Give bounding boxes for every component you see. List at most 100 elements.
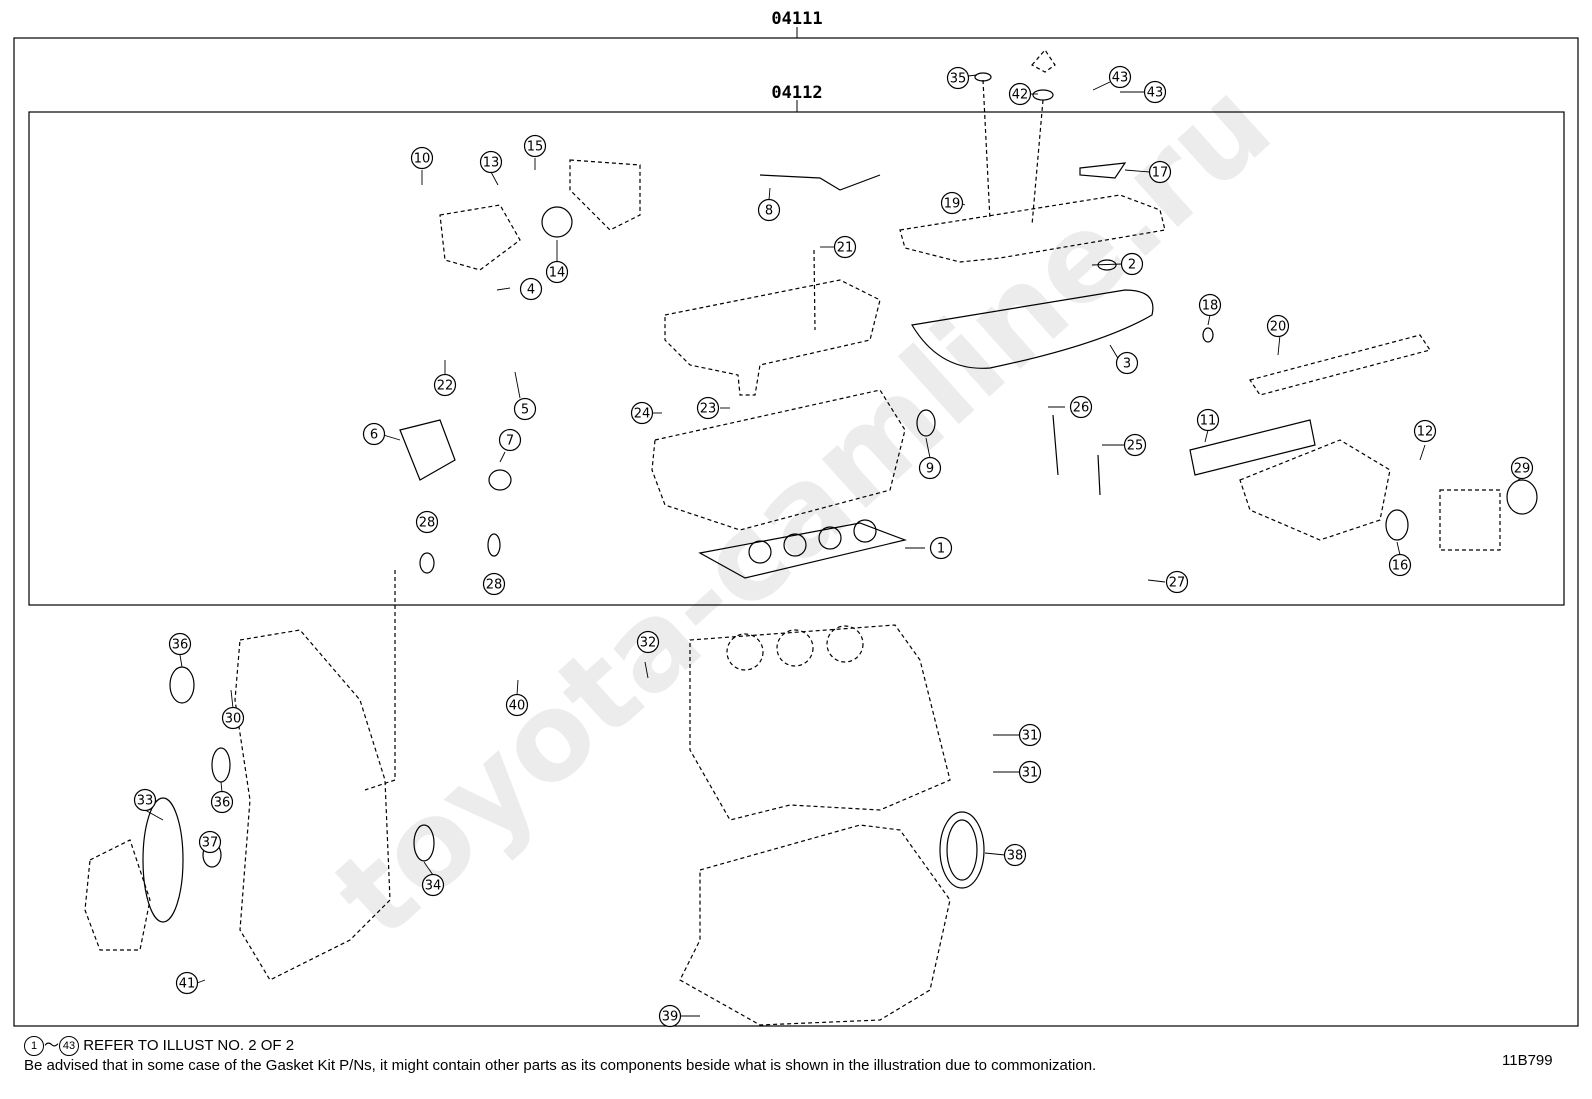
cylinder-head-drawing bbox=[651, 389, 906, 531]
callout-number: 1 bbox=[937, 542, 945, 557]
callout-31: 31 bbox=[1018, 760, 1042, 784]
callout-14: 14 bbox=[545, 260, 569, 284]
callout-39: 39 bbox=[658, 1004, 682, 1028]
callout-1: 1 bbox=[929, 536, 953, 560]
callout-25: 25 bbox=[1123, 433, 1147, 457]
callout-35: 35 bbox=[946, 66, 970, 90]
pulley-drawing bbox=[84, 839, 151, 951]
callout-number: 31 bbox=[1022, 729, 1039, 744]
callout-10: 10 bbox=[410, 146, 434, 170]
callout-11: 11 bbox=[1196, 408, 1220, 432]
head-gasket bbox=[698, 522, 908, 579]
callout-43: 43 bbox=[1108, 65, 1132, 89]
intake-manifold-drawing bbox=[1239, 439, 1391, 541]
callout-36: 36 bbox=[210, 790, 234, 814]
water-outlet-drawing bbox=[569, 159, 641, 231]
callout-43: 43 bbox=[1143, 80, 1167, 104]
callout-number: 4 bbox=[527, 283, 535, 298]
outer-kit-box bbox=[13, 37, 1579, 1027]
callout-41: 41 bbox=[175, 971, 199, 995]
callout-27: 27 bbox=[1165, 570, 1189, 594]
rear-oil-seal bbox=[939, 811, 985, 889]
callout-30: 30 bbox=[221, 706, 245, 730]
callout-number: 25 bbox=[1127, 439, 1144, 454]
refer-text: REFER TO ILLUST NO. 2 OF 2 bbox=[83, 1037, 295, 1054]
callout-13: 13 bbox=[479, 150, 503, 174]
callout-22: 22 bbox=[433, 373, 457, 397]
callout-number: 15 bbox=[527, 140, 544, 155]
callout-number: 18 bbox=[1202, 299, 1219, 314]
callout-number: 28 bbox=[486, 578, 503, 593]
callout-number: 14 bbox=[549, 266, 566, 281]
callout-4: 4 bbox=[519, 277, 543, 301]
range-separator: ～ bbox=[44, 1037, 60, 1054]
callout-17: 17 bbox=[1148, 160, 1172, 184]
gasket-9-drawing bbox=[916, 409, 936, 437]
illustration-id: 11B799 bbox=[1502, 1052, 1553, 1069]
callout-33: 33 bbox=[133, 788, 157, 812]
callout-28: 28 bbox=[482, 572, 506, 596]
footer-line-2: Be advised that in some case of the Gask… bbox=[24, 1057, 1097, 1075]
callout-20: 20 bbox=[1266, 314, 1290, 338]
intake-gasket bbox=[1189, 419, 1316, 476]
callout-number: 2 bbox=[1128, 258, 1136, 273]
callout-28: 28 bbox=[415, 510, 439, 534]
top-kit-code: 04111 bbox=[771, 9, 822, 29]
footer-line-1: 1～43 REFER TO ILLUST NO. 2 OF 2 bbox=[24, 1036, 1444, 1057]
range-start-badge: 1 bbox=[24, 1036, 44, 1057]
callout-9: 9 bbox=[918, 456, 942, 480]
callout-number: 12 bbox=[1417, 425, 1434, 440]
callout-number: 36 bbox=[214, 796, 231, 811]
callout-8: 8 bbox=[757, 198, 781, 222]
oil-pump-drawing bbox=[439, 204, 521, 271]
callout-7: 7 bbox=[498, 428, 522, 452]
callout-23: 23 bbox=[696, 396, 720, 420]
callout-number: 31 bbox=[1022, 766, 1039, 781]
callout-24: 24 bbox=[630, 401, 654, 425]
camshaft-housing-drawing bbox=[664, 279, 881, 396]
callout-number: 39 bbox=[662, 1010, 679, 1025]
throttle-body-drawing bbox=[1439, 489, 1501, 551]
watermark: toyota-camline.ru bbox=[309, 55, 1298, 965]
callout-number: 24 bbox=[634, 407, 651, 422]
callout-number: 37 bbox=[202, 836, 219, 851]
callout-number: 13 bbox=[483, 156, 500, 171]
timing-cover-drawing bbox=[234, 629, 391, 981]
callout-number: 27 bbox=[1169, 576, 1186, 591]
timing-chain bbox=[142, 797, 184, 923]
callout-number: 43 bbox=[1112, 71, 1129, 86]
head-cover-drawing bbox=[899, 194, 1166, 263]
callout-number: 20 bbox=[1270, 320, 1287, 335]
callout-number: 6 bbox=[370, 428, 378, 443]
callout-40: 40 bbox=[505, 693, 529, 717]
callout-number: 10 bbox=[414, 152, 431, 167]
callout-32: 32 bbox=[636, 630, 660, 654]
water-outlet-gasket bbox=[541, 206, 573, 238]
callout-37: 37 bbox=[198, 830, 222, 854]
fuel-rail-drawing bbox=[1249, 334, 1431, 396]
callout-5: 5 bbox=[513, 397, 537, 421]
callout-number: 26 bbox=[1073, 401, 1090, 416]
callout-number: 33 bbox=[137, 794, 154, 809]
callout-6: 6 bbox=[362, 422, 386, 446]
callout-number: 19 bbox=[944, 197, 961, 212]
callout-number: 21 bbox=[837, 241, 854, 256]
gasket-6-drawing bbox=[399, 419, 456, 481]
callout-number: 11 bbox=[1200, 414, 1217, 429]
callout-number: 32 bbox=[640, 636, 657, 651]
callout-number: 41 bbox=[179, 977, 196, 992]
callout-38: 38 bbox=[1003, 843, 1027, 867]
callout-21: 21 bbox=[833, 235, 857, 259]
callout-number: 35 bbox=[950, 72, 967, 87]
callout-16: 16 bbox=[1388, 553, 1412, 577]
callout-number: 40 bbox=[509, 699, 526, 714]
gasket-16-drawing bbox=[1385, 509, 1409, 541]
callout-36: 36 bbox=[168, 632, 192, 656]
callout-number: 28 bbox=[419, 516, 436, 531]
callout-3: 3 bbox=[1115, 351, 1139, 375]
gasket-29-drawing bbox=[1506, 479, 1538, 515]
callout-number: 8 bbox=[765, 204, 773, 219]
callout-number: 17 bbox=[1152, 166, 1169, 181]
range-end-badge: 43 bbox=[59, 1036, 80, 1057]
